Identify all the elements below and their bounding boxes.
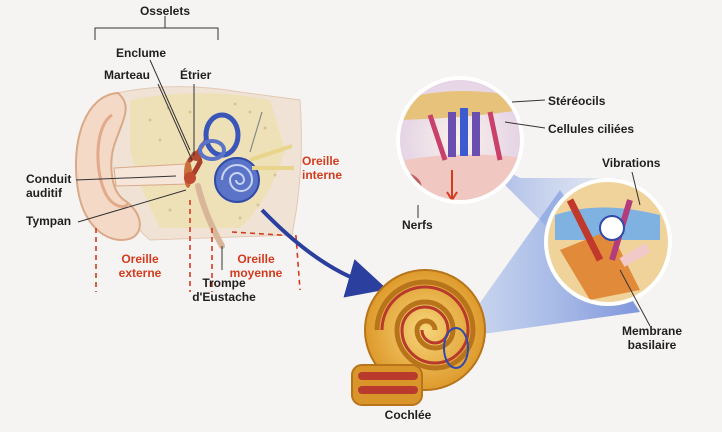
stereocils-label: Stéréocils: [548, 94, 605, 108]
cochlee-label: Cochlée: [368, 408, 448, 422]
membrane-basilaire-label: Membrane basilaire: [612, 324, 692, 352]
conduit-auditif-line2: auditif: [26, 186, 71, 200]
conduit-auditif-line1: Conduit: [26, 172, 71, 186]
membrane-line1: Membrane: [612, 324, 692, 338]
oreille-interne-line1: Oreille: [302, 154, 342, 168]
oreille-moyenne-line1: Oreille: [218, 252, 294, 266]
osselets-label: Osselets: [128, 4, 202, 18]
tympan-label: Tympan: [26, 214, 71, 228]
trompe-line2: d'Eustache: [186, 290, 262, 304]
vibrations-label: Vibrations: [602, 156, 660, 170]
trompe-line1: Trompe: [186, 276, 262, 290]
trompe-eustache-label: Trompe d'Eustache: [186, 276, 262, 304]
oreille-externe-line1: Oreille: [104, 252, 176, 266]
nerfs-label: Nerfs: [402, 218, 433, 232]
membrane-line2: basilaire: [612, 338, 692, 352]
cellules-ciliees-label: Cellules ciliées: [548, 122, 634, 136]
etrier-label: Étrier: [180, 68, 211, 82]
oreille-externe-line2: externe: [104, 266, 176, 280]
ear-cross-section: [76, 87, 301, 246]
enclume-label: Enclume: [116, 46, 166, 60]
cochlea-spiral: [352, 270, 485, 405]
conduit-auditif-label: Conduit auditif: [26, 172, 71, 200]
oreille-interne-line2: interne: [302, 168, 342, 182]
oreille-interne-label: Oreille interne: [302, 154, 342, 182]
marteau-label: Marteau: [104, 68, 150, 82]
oreille-externe-label: Oreille externe: [104, 252, 176, 280]
